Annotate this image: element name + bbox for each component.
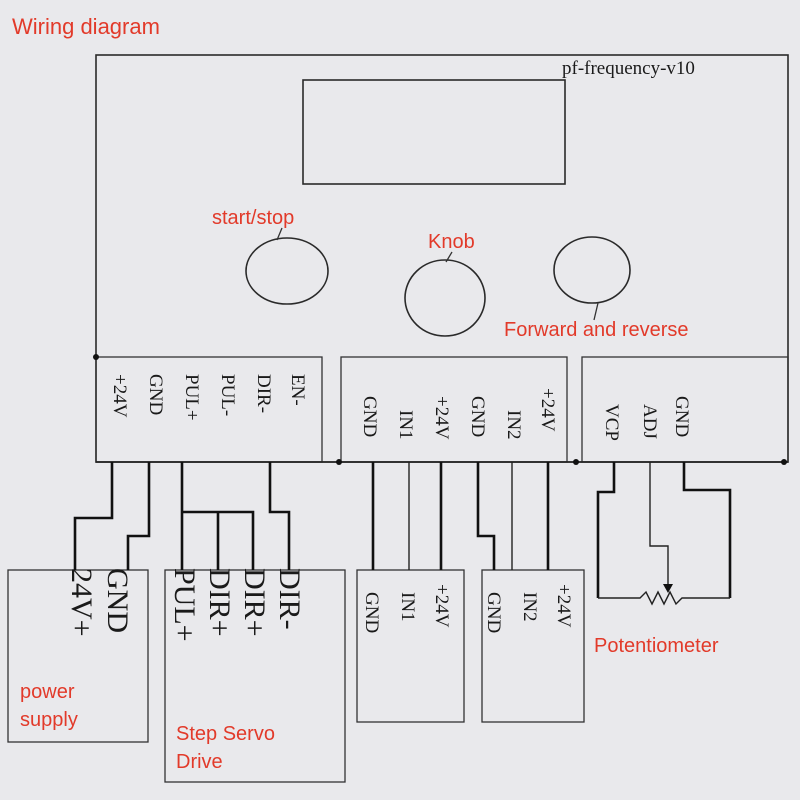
power-supply-box — [7, 569, 149, 743]
module2-pin-label: +24V — [553, 584, 574, 628]
model-label: pf-frequency-v10 — [562, 58, 695, 79]
terminal-label: EN- — [287, 374, 308, 406]
wire-pot-gnd — [682, 462, 732, 598]
wire-24v — [73, 462, 114, 570]
module1-pin-label: +24V — [431, 584, 452, 628]
wire-pot-adj — [649, 462, 669, 590]
power-pin-label: 24V+ — [65, 568, 98, 637]
wire-dir-minus — [268, 462, 291, 570]
start-stop-label: start/stop — [212, 207, 294, 229]
terminal-label: PUL+ — [181, 374, 202, 421]
power-pin-label: GND — [101, 568, 134, 633]
servo-pin-label: DIR+ — [238, 568, 271, 637]
servo-label-line1: Step Servo — [176, 723, 275, 745]
module1-pin-label: GND — [361, 592, 382, 633]
terminal-label: ADJ — [639, 404, 660, 439]
servo-label-line2: Drive — [176, 751, 223, 773]
bus-dot — [781, 459, 787, 465]
terminal-label: +24V — [109, 374, 130, 418]
potentiometer-body — [598, 590, 730, 606]
terminal-label: GND — [467, 396, 488, 437]
terminal-label: GND — [359, 396, 380, 437]
start-stop-button[interactable] — [245, 237, 329, 305]
input-module-1-box — [356, 569, 465, 723]
terminal-label: VCP — [601, 404, 622, 441]
potentiometer-wiper-arrow — [663, 584, 673, 593]
knob-label: Knob — [428, 231, 475, 253]
step-servo-drive-box — [164, 569, 346, 783]
wire-gnd — [126, 462, 151, 570]
diagram-title: Wiring diagram — [12, 14, 160, 39]
start-stop-leader — [276, 227, 283, 241]
terminal-label: GND — [671, 396, 692, 437]
wire-pot-vcp — [596, 462, 616, 598]
terminal-label: IN2 — [503, 410, 524, 440]
bus-dot — [573, 459, 579, 465]
power-supply-label-line2: supply — [20, 709, 78, 731]
wire-pul-minus — [182, 510, 255, 570]
display-window — [302, 79, 566, 185]
module2-pin-label: IN2 — [519, 592, 540, 622]
module1-pin-label: IN1 — [397, 592, 418, 622]
terminal-label: GND — [145, 374, 166, 415]
servo-pin-label: DIR+ — [203, 568, 236, 637]
wire-m2-gnd — [476, 462, 496, 570]
forward-reverse-leader — [593, 302, 599, 321]
input-module-2-box — [481, 569, 585, 723]
power-supply-label-line1: power — [20, 681, 75, 703]
terminal-label: DIR- — [253, 374, 274, 413]
bus-dot — [93, 354, 99, 360]
knob[interactable] — [404, 259, 486, 337]
terminal-label: +24V — [537, 388, 558, 432]
knob-leader — [445, 251, 453, 263]
bus-dot — [336, 459, 342, 465]
forward-reverse-switch[interactable] — [553, 236, 631, 304]
servo-pin-label: DIR- — [273, 568, 306, 630]
servo-pin-label: PUL+ — [168, 568, 201, 642]
terminal-label: +24V — [431, 396, 452, 440]
forward-reverse-label: Forward and reverse — [504, 319, 689, 341]
module2-pin-label: GND — [483, 592, 504, 633]
terminal-label: PUL- — [217, 374, 238, 416]
terminal-label: IN1 — [395, 410, 416, 440]
potentiometer-label: Potentiometer — [594, 635, 719, 657]
